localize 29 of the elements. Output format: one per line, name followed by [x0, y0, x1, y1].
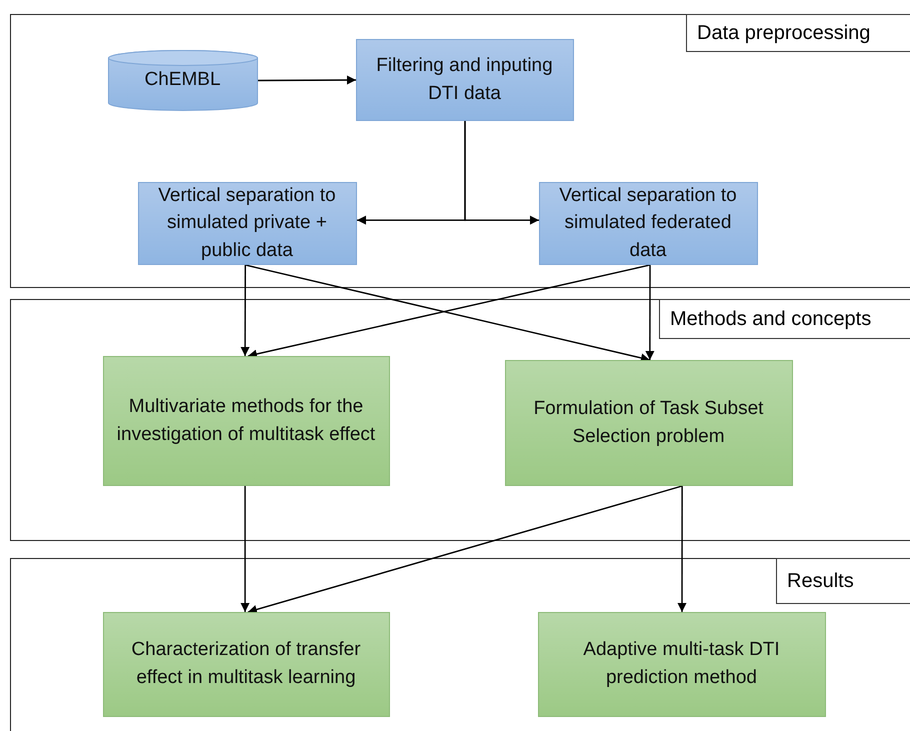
node-text: Filtering and inputing DTI data [375, 54, 554, 106]
database-cylinder [108, 50, 258, 110]
arrow [678, 486, 686, 612]
section-frame [10, 558, 910, 731]
arrow [645, 265, 654, 360]
process-box [504, 360, 792, 486]
process-box [138, 182, 356, 264]
section-title: Results [776, 558, 910, 604]
arrow [240, 486, 250, 612]
arrow [240, 265, 250, 356]
arrow [258, 76, 356, 85]
section-frame [10, 14, 910, 288]
section-frame [10, 299, 910, 541]
node-text: Vertical separation to simulated private + public data [157, 184, 337, 263]
node-text: Formulation of Task Subset Selection problem [532, 396, 764, 448]
section-title: Methods and concepts [659, 299, 910, 339]
arrow [464, 121, 539, 225]
process-box [102, 612, 390, 716]
process-box [102, 356, 390, 486]
node-text: Vertical separation to simulated federated data [558, 184, 738, 263]
arrow [248, 485, 682, 614]
node-text: ChEMBL [143, 68, 222, 92]
process-box [538, 182, 758, 264]
process-box [538, 612, 826, 716]
node-text: Characterization of transfer effect in multitask learning [130, 638, 362, 690]
node-text: Adaptive multi-task DTI prediction method [582, 638, 781, 690]
section-title: Data preprocessing [686, 14, 910, 52]
process-box [356, 38, 574, 120]
node-text: Multivariate methods for the investigation of multitask effect [116, 394, 376, 446]
